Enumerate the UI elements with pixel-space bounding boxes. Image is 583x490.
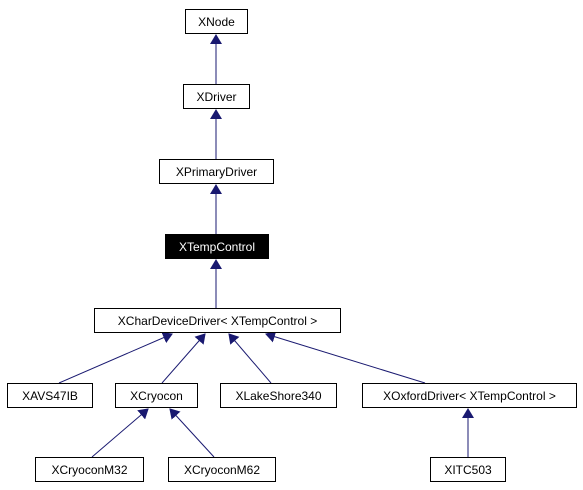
- node-xchardevicedriver[interactable]: XCharDeviceDriver< XTempControl >: [94, 308, 341, 333]
- node-xtempcontrol-current: XTempControl: [165, 234, 269, 259]
- node-xcryocon[interactable]: XCryocon: [115, 383, 198, 408]
- node-xnode[interactable]: XNode: [185, 9, 248, 34]
- node-xoxforddriver[interactable]: XOxfordDriver< XTempControl >: [362, 383, 577, 408]
- node-xprimarydriver[interactable]: XPrimaryDriver: [159, 159, 274, 184]
- node-xitc503[interactable]: XITC503: [430, 457, 506, 482]
- node-xdriver[interactable]: XDriver: [183, 84, 250, 109]
- node-xavs47ib[interactable]: XAVS47IB: [7, 383, 93, 408]
- edge-xlakeshore340-to-xchardevicedriver: [228, 333, 272, 384]
- node-xcryoconm32[interactable]: XCryoconM32: [35, 457, 144, 482]
- edge-xavs47ib-to-xchardevicedriver: [58, 332, 173, 384]
- node-xlakeshore340[interactable]: XLakeShore340: [220, 383, 337, 408]
- edge-xcryoconm32-to-xcryocon: [91, 408, 149, 458]
- node-xcryoconm62[interactable]: XCryoconM62: [168, 457, 276, 482]
- edge-xcryocon-to-xchardevicedriver: [161, 333, 206, 384]
- edge-xoxforddriver-to-xchardevicedriver: [265, 330, 426, 384]
- edge-xcryoconm62-to-xcryocon: [169, 408, 215, 458]
